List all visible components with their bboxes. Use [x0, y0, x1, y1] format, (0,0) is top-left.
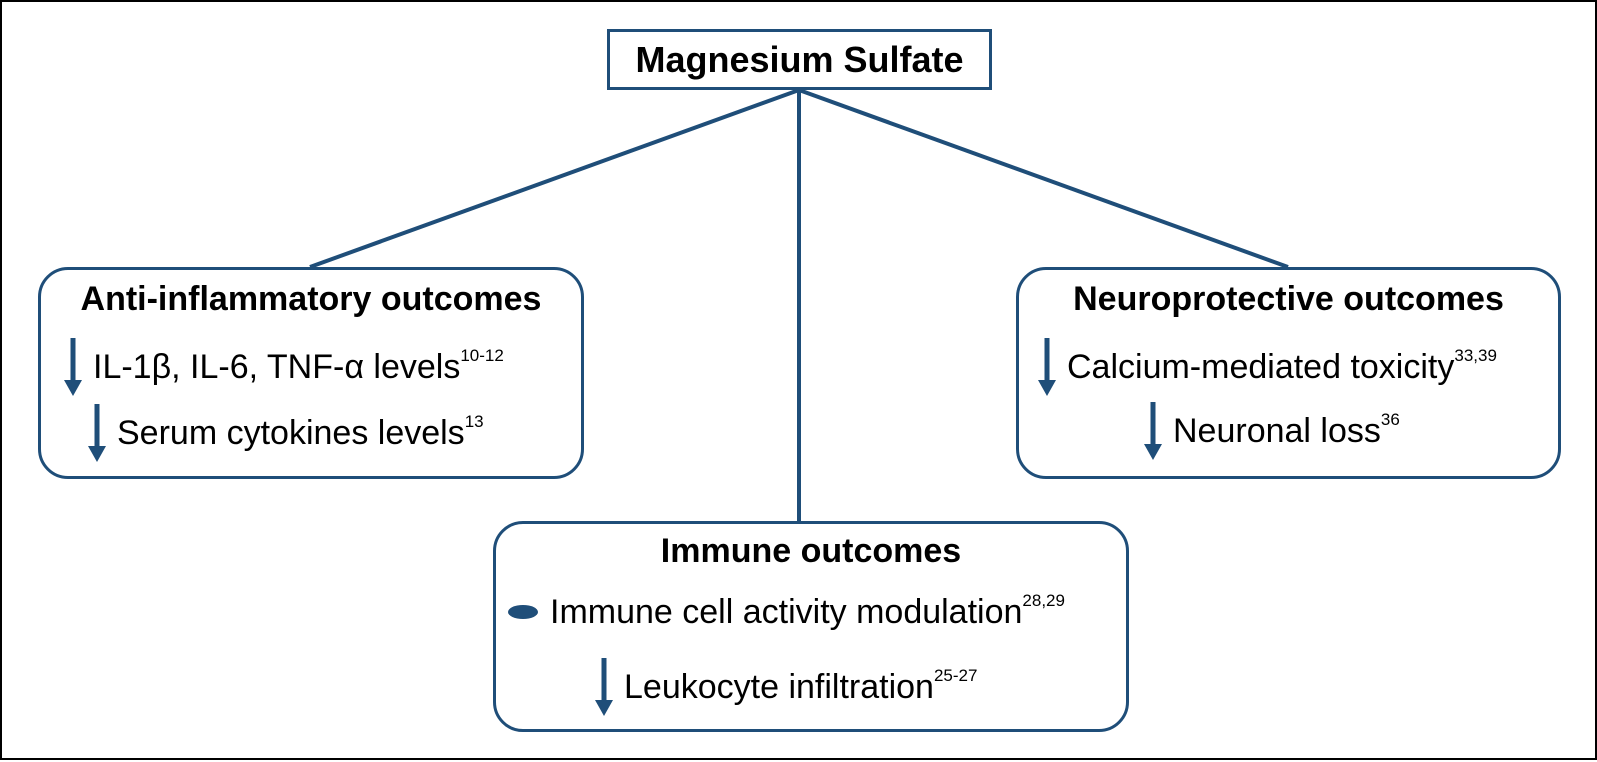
neuroprotective-title: Neuroprotective outcomes	[1073, 280, 1504, 318]
root-node: Magnesium Sulfate	[607, 29, 992, 90]
immune-title: Immune outcomes	[660, 532, 962, 570]
item-text: Immune cell activity modulation	[550, 592, 1023, 631]
root-title: Magnesium Sulfate	[635, 38, 964, 80]
item-ref: 25-27	[933, 666, 978, 685]
down-arrow-icon	[64, 338, 82, 396]
item-text: Leukocyte infiltration	[624, 667, 934, 706]
neuroprotective-box: Neuroprotective outcomes Calcium-mediate…	[1016, 267, 1561, 479]
item-ref: 28,29	[1022, 591, 1065, 610]
item-ref: 10-12	[460, 346, 504, 365]
item-text: Serum cytokines levels	[117, 413, 465, 452]
anti-inflammatory-title: Anti-inflammatory outcomes	[80, 280, 542, 318]
item-text: IL-1β, IL-6, TNF-α levels	[93, 347, 461, 386]
ellipse-icon	[508, 605, 538, 619]
connector-left	[309, 88, 800, 269]
down-arrow-icon	[595, 658, 613, 716]
item-text: Neuronal loss	[1173, 411, 1381, 450]
item-ref: 13	[464, 412, 484, 431]
down-arrow-icon	[1144, 402, 1162, 460]
item-text: Calcium-mediated toxicity	[1067, 347, 1455, 386]
down-arrow-icon	[1038, 338, 1056, 396]
anti-inflammatory-box: Anti-inflammatory outcomes IL-1β, IL-6, …	[38, 267, 584, 479]
item-ref: 36	[1380, 410, 1400, 429]
item-ref: 33,39	[1454, 346, 1497, 365]
immune-box: Immune outcomes Immune cell activity mod…	[493, 521, 1129, 732]
connector-right	[798, 88, 1289, 269]
down-arrow-icon	[88, 404, 106, 462]
